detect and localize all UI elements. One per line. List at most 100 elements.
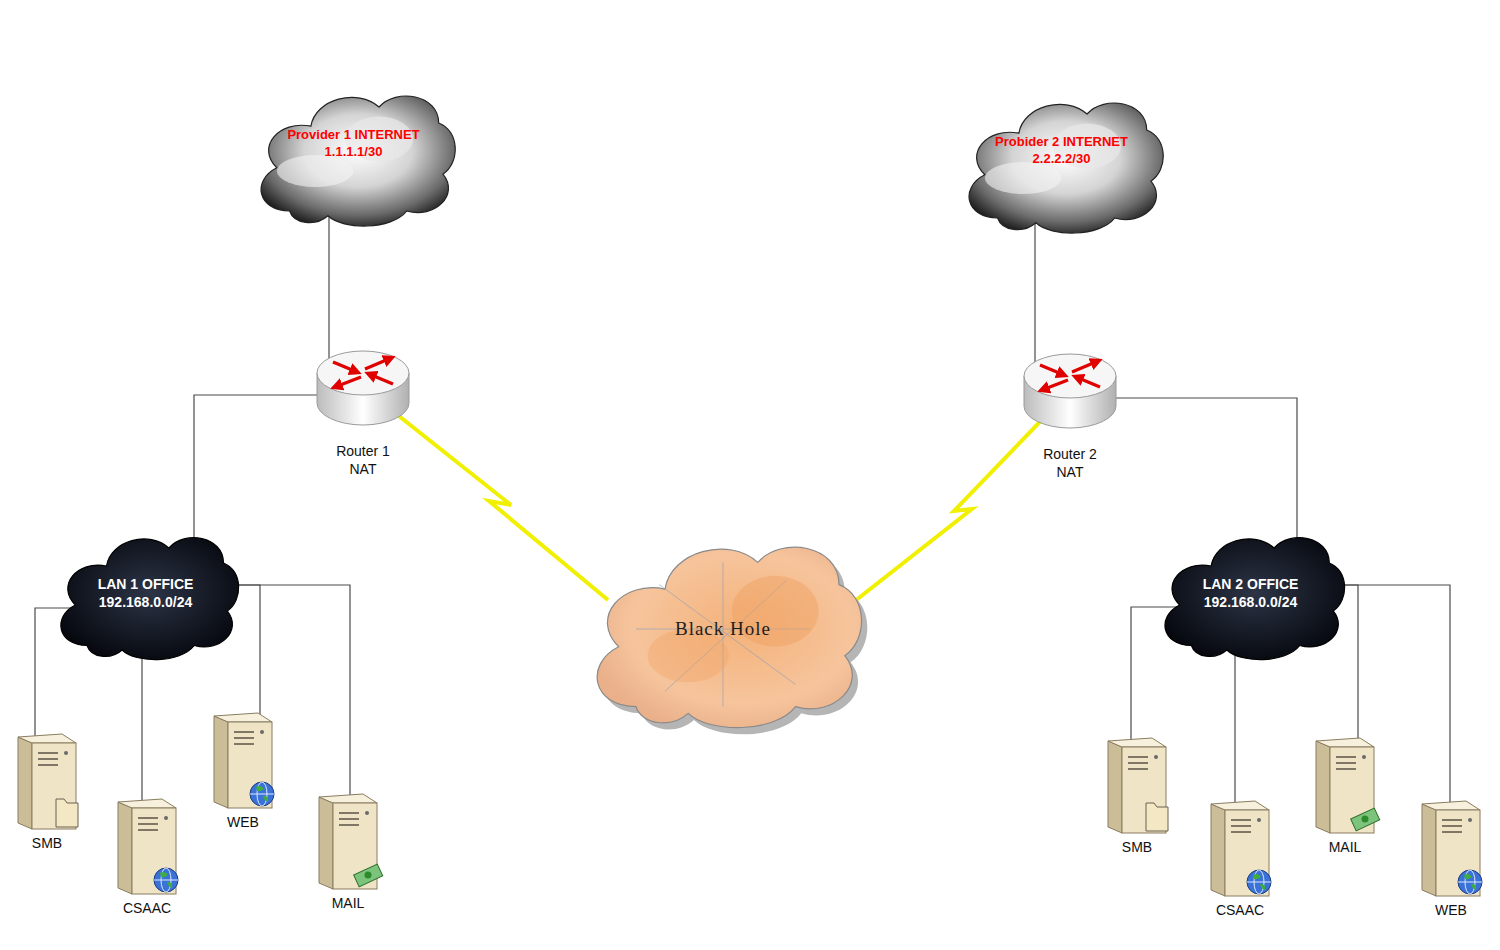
node-label: WEB	[1435, 901, 1467, 919]
icon-label-box: WEB	[1435, 901, 1467, 919]
server-shape	[112, 798, 182, 896]
server-slot	[138, 823, 158, 825]
cloud-highlight	[985, 162, 1062, 194]
server-slot	[339, 818, 359, 820]
node-label: NAT	[336, 460, 390, 478]
node-label: Router 1	[336, 442, 390, 460]
cloud-label: Provider 1 INTERNET	[287, 127, 419, 144]
server-shape	[1205, 800, 1275, 898]
router-arrow	[369, 374, 393, 384]
node-label: SMB	[1122, 838, 1152, 856]
server-slot	[1336, 768, 1356, 770]
server-slot	[234, 731, 254, 733]
globe-equator	[154, 880, 178, 881]
cloud-outline	[1165, 538, 1345, 660]
server-side	[1108, 741, 1122, 833]
server-led	[1154, 755, 1158, 759]
cloud-label: Probider 2 INTERNET	[995, 134, 1128, 151]
server-slot	[1128, 756, 1148, 758]
blackhole-cloud: Black Hole	[578, 518, 868, 740]
router-arrow	[365, 358, 391, 369]
server-slot	[1128, 768, 1148, 770]
lan-cloud-shape	[1152, 518, 1349, 668]
cloud-text-box: LAN 1 OFFICE192.168.0.0/24	[48, 518, 243, 668]
server-top	[214, 713, 272, 722]
server-slot	[1231, 819, 1251, 821]
server-slot	[234, 737, 254, 739]
money-mark	[365, 872, 372, 879]
node-label: MAIL	[1329, 838, 1362, 856]
cloud-label: Black Hole	[675, 617, 771, 642]
folder-badge	[56, 799, 78, 827]
globe-land	[256, 786, 268, 802]
globe-badge	[1247, 870, 1271, 894]
provider-cloud: Provider 1 INTERNET1.1.1.1/30	[247, 75, 460, 235]
server-led	[365, 811, 369, 815]
server-led	[1362, 755, 1366, 759]
server-slot	[339, 824, 359, 826]
router-shape	[315, 345, 411, 430]
server-top	[118, 799, 176, 808]
server-shape	[208, 712, 278, 810]
cloud-text-box: Probider 2 INTERNET2.2.2.2/30	[955, 82, 1168, 242]
icon-label-box: Router 2NAT	[1043, 445, 1097, 481]
server: CSAAC	[112, 798, 182, 896]
server-slot	[1231, 825, 1251, 827]
node-label: MAIL	[332, 894, 365, 912]
folder-badge	[1146, 803, 1168, 831]
lan-cloud: LAN 2 OFFICE192.168.0.0/24	[1152, 518, 1349, 668]
icon-label-box: MAIL	[1329, 838, 1362, 856]
icon-label-box: Router 1NAT	[336, 442, 390, 478]
wan-link	[363, 388, 608, 601]
server-side	[319, 797, 333, 889]
server-shape	[12, 733, 82, 831]
cloud-label: 192.168.0.0/24	[99, 593, 192, 611]
cloud-outline	[597, 547, 861, 727]
router: Router 2NAT	[1022, 348, 1118, 433]
lan-cloud: LAN 1 OFFICE192.168.0.0/24	[48, 518, 243, 668]
server-top	[1422, 801, 1480, 810]
provider-cloud: Probider 2 INTERNET2.2.2.2/30	[955, 82, 1168, 242]
server-led	[64, 751, 68, 755]
cloud-outline	[969, 103, 1163, 233]
server: MAIL	[1310, 737, 1380, 835]
globe-equator	[1458, 882, 1482, 883]
router-arrow	[1042, 380, 1068, 390]
server: SMB	[1102, 737, 1172, 835]
router-arrow	[333, 362, 357, 372]
server-led	[164, 816, 168, 820]
router-arrow	[1040, 365, 1064, 375]
server: CSAAC	[1205, 800, 1275, 898]
globe-equator	[1247, 882, 1271, 883]
server-side	[18, 737, 32, 829]
icon-label-box: MAIL	[332, 894, 365, 912]
server-top	[1108, 738, 1166, 747]
server-shape	[1310, 737, 1380, 835]
server-shape	[313, 793, 383, 891]
lan-cloud-shape	[48, 518, 243, 668]
node-label: WEB	[227, 813, 259, 831]
router-top	[317, 351, 409, 395]
cloud-label: 192.168.0.0/24	[1204, 593, 1297, 611]
server-slot	[138, 817, 158, 819]
server-slot	[38, 752, 58, 754]
money-badge	[354, 864, 383, 887]
icon-label-box: CSAAC	[123, 899, 171, 917]
cloud-label: 2.2.2.2/30	[1033, 151, 1091, 168]
server-slot	[1336, 756, 1356, 758]
icon-label-box: SMB	[32, 834, 62, 852]
cloud-text-box: Provider 1 INTERNET1.1.1.1/30	[247, 75, 460, 235]
server-slot	[1231, 831, 1251, 833]
node-label: SMB	[32, 834, 62, 852]
icon-label-box: WEB	[227, 813, 259, 831]
server-side	[214, 716, 228, 808]
icon-label-box: SMB	[1122, 838, 1152, 856]
globe-land	[1253, 874, 1265, 890]
globe-badge	[250, 782, 274, 806]
server-slot	[339, 812, 359, 814]
cloud-label: LAN 2 OFFICE	[1203, 575, 1299, 593]
globe-land	[160, 872, 172, 888]
server-side	[118, 802, 132, 894]
